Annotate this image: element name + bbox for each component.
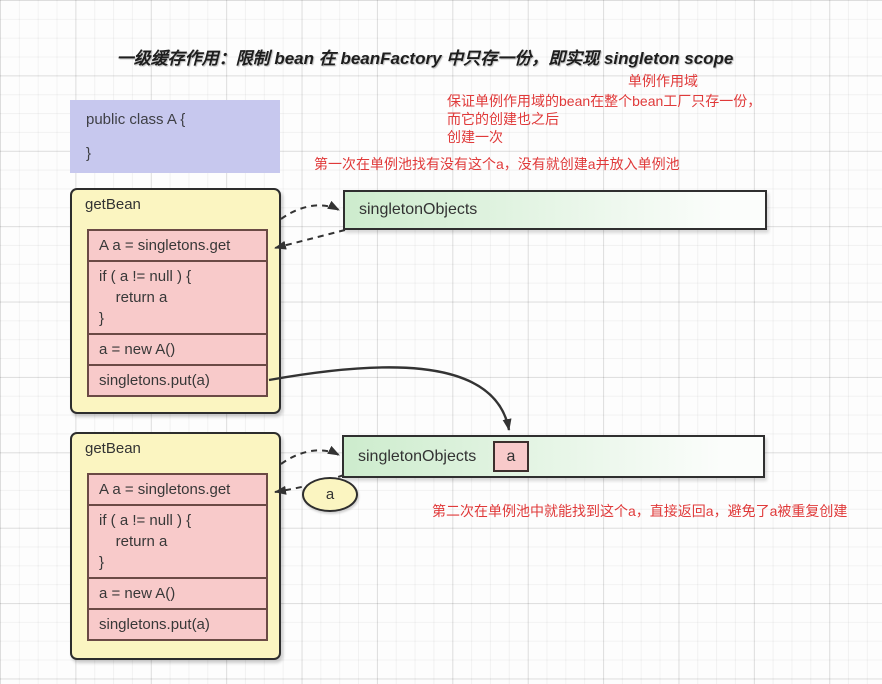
- scope-label: 单例作用域: [628, 73, 698, 89]
- getbean-2-steps: A a = singletons.get if ( a != null ) { …: [87, 473, 268, 641]
- getbean-box-1: getBean A a = singletons.get if ( a != n…: [70, 188, 281, 414]
- bean-a-ellipse: a: [302, 477, 358, 512]
- scope-description: 保证单例作用域的bean在整个bean工厂只存一份，而它的创建也之后 创建一次: [447, 92, 773, 146]
- step-singletons-get: A a = singletons.get: [87, 229, 268, 262]
- class-a-close-line: }: [86, 145, 92, 162]
- step-null-check: if ( a != null ) { return a }: [87, 504, 268, 579]
- class-a-box: public class A { }: [70, 100, 280, 173]
- getbean-1-steps: A a = singletons.get if ( a != null ) { …: [87, 229, 268, 397]
- arrow-getbean1-to-pool1: [280, 200, 340, 220]
- step-new-a: a = new A(): [87, 333, 268, 366]
- diagram-title: 一级缓存作用：限制 bean 在 beanFactory 中只存一份，即实现 s…: [116, 49, 734, 68]
- second-lookup-note: 第二次在单例池中就能找到这个a，直接返回a，避免了a被重复创建: [432, 503, 848, 519]
- singleton-objects-box-2: singletonObjects a: [342, 435, 765, 478]
- getbean-2-label: getBean: [85, 440, 141, 457]
- step-singletons-get: A a = singletons.get: [87, 473, 268, 506]
- scope-description-line1: 保证单例作用域的bean在整个bean工厂只存一份，而它的创建也之后: [447, 93, 762, 127]
- class-a-open-line: public class A {: [86, 111, 186, 128]
- scope-description-line2: 创建一次: [447, 129, 503, 145]
- arrow-put-to-pool2: [268, 366, 512, 431]
- arrow-pool1-return-to-get: [274, 229, 346, 250]
- getbean-box-2: getBean A a = singletons.get if ( a != n…: [70, 432, 281, 660]
- bean-a-cell: a: [493, 441, 529, 472]
- step-singletons-put: singletons.put(a): [87, 608, 268, 641]
- singleton-objects-2-label: singletonObjects: [358, 447, 477, 465]
- getbean-1-label: getBean: [85, 196, 141, 213]
- step-new-a: a = new A(): [87, 577, 268, 610]
- step-singletons-put: singletons.put(a): [87, 364, 268, 397]
- arrow-getbean2-to-pool2: [280, 445, 340, 465]
- step-null-check: if ( a != null ) { return a }: [87, 260, 268, 335]
- singleton-objects-box-1: singletonObjects: [343, 190, 767, 230]
- singleton-objects-1-label: singletonObjects: [359, 201, 478, 218]
- first-lookup-note: 第一次在单例池找有没有这个a，没有就创建a并放入单例池: [314, 156, 680, 172]
